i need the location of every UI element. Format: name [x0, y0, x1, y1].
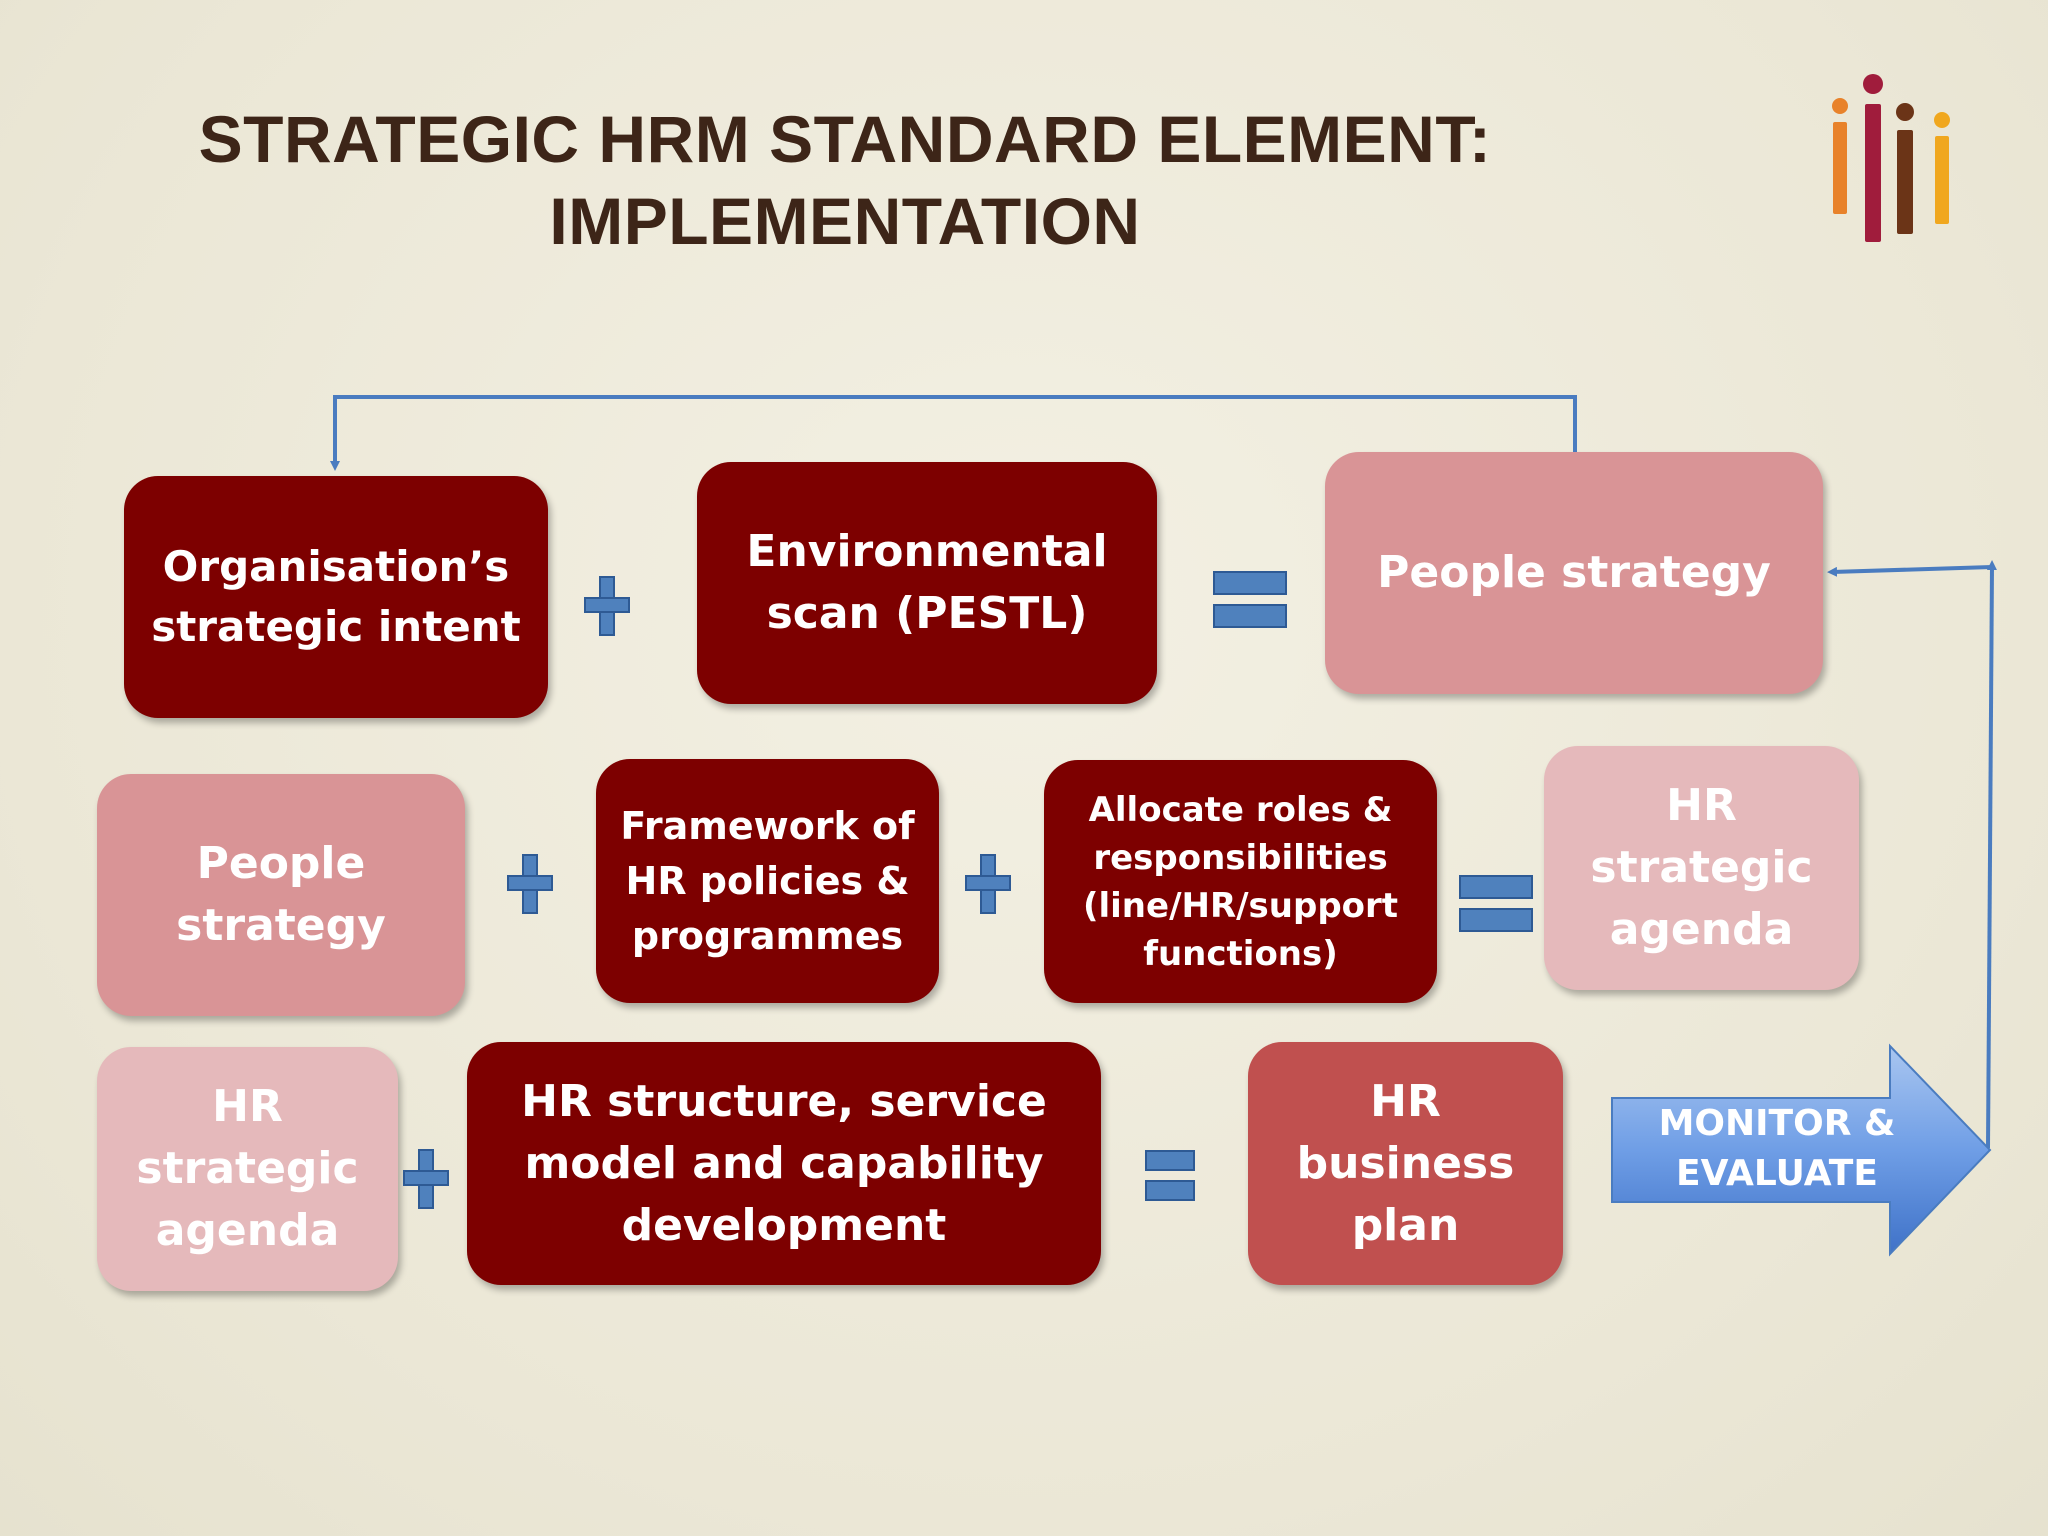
box-framework-hr-policies: Framework of HR policies & programmes — [596, 759, 939, 1003]
box-hr-business-plan: HR business plan — [1248, 1042, 1563, 1285]
monitor-evaluate-arrow-icon — [1611, 1043, 1992, 1257]
equals-icon — [1459, 875, 1533, 932]
box-environmental-scan: Environmental scan (PESTL) — [697, 462, 1157, 704]
people-strategy-return-line — [1827, 565, 1993, 577]
box-hr-strategic-agenda-result: HR strategic agenda — [1544, 746, 1859, 990]
box-allocate-roles: Allocate roles & responsibilities (line/… — [1044, 760, 1437, 1003]
box-people-strategy-result: People strategy — [1325, 452, 1823, 694]
monitor-return-line — [1986, 560, 1997, 1149]
iiii-people-logo-icon — [1832, 74, 1950, 242]
title-line-1: STRATEGIC HRM STANDARD ELEMENT: — [198, 102, 1492, 176]
equals-icon — [1213, 571, 1287, 628]
title-line-2: IMPLEMENTATION — [549, 184, 1141, 258]
box-hr-structure: HR structure, service model and capabili… — [467, 1042, 1101, 1285]
equals-icon — [1145, 1150, 1195, 1201]
page-title: STRATEGIC HRM STANDARD ELEMENT: IMPLEMEN… — [150, 98, 1540, 262]
plus-icon — [965, 854, 1011, 914]
box-hr-strategic-agenda: HR strategic agenda — [97, 1047, 398, 1291]
plus-icon — [403, 1149, 449, 1209]
monitor-evaluate-label: MONITOR & EVALUATE — [1658, 1103, 1896, 1194]
plus-icon — [584, 576, 630, 636]
feedback-loop-line — [330, 395, 1577, 471]
box-people-strategy: People strategy — [97, 774, 465, 1016]
box-organisation-strategic-intent: Organisation’s strategic intent — [124, 476, 548, 718]
plus-icon — [507, 854, 553, 914]
